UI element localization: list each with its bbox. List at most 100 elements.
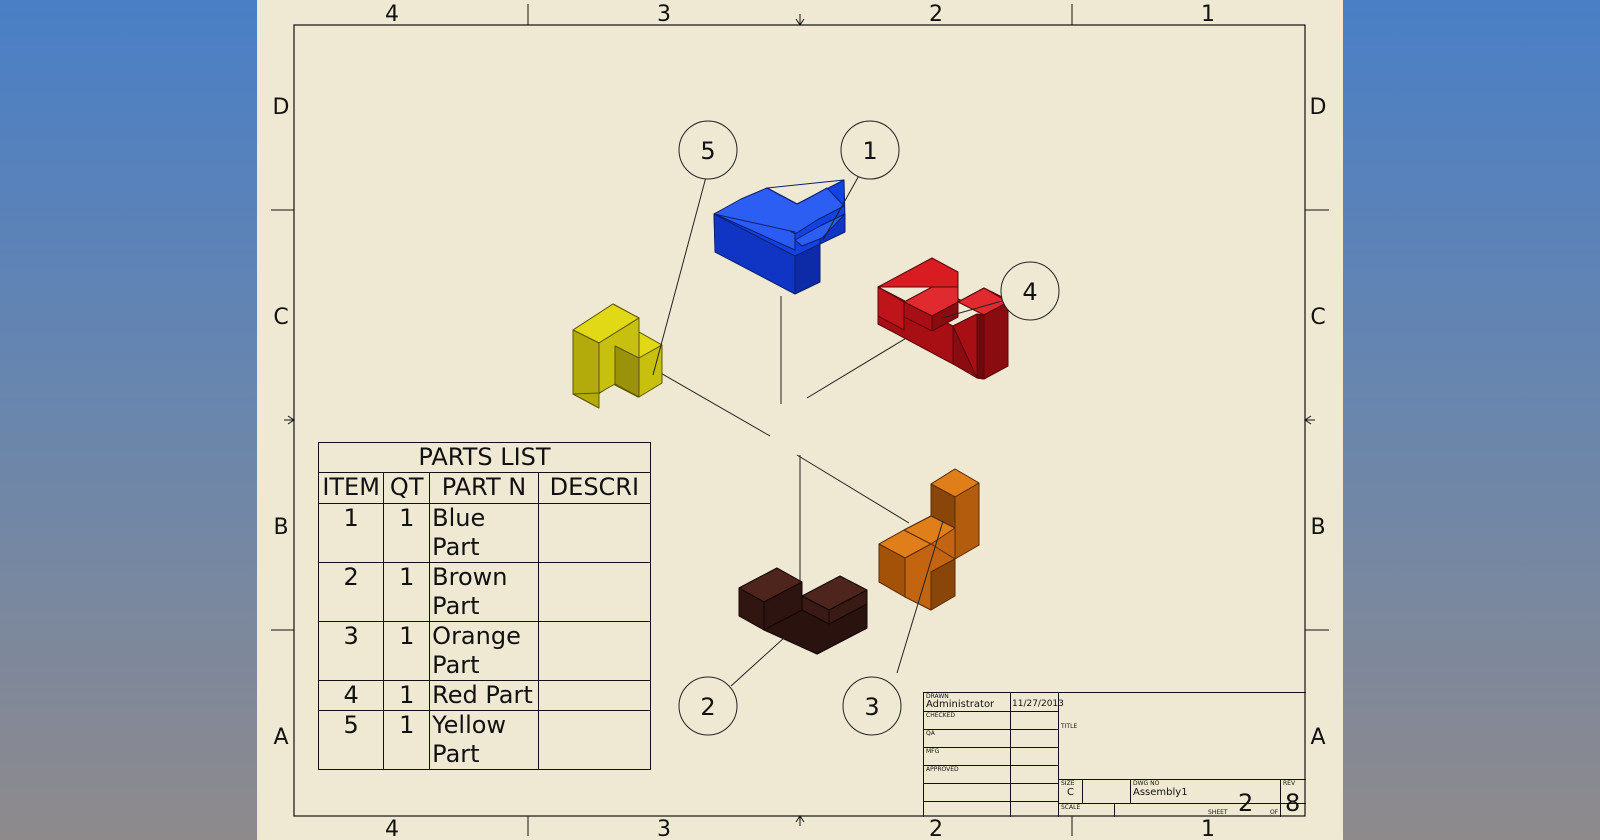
header-description: DESCRI	[537, 473, 650, 504]
zone-row-right-B: B	[1310, 515, 1325, 540]
orange-part[interactable]	[878, 468, 980, 611]
cell-description	[537, 621, 650, 681]
zone-row-right-C: C	[1310, 305, 1325, 330]
cell-description	[537, 503, 650, 563]
cell-part-number: Brown Part	[429, 562, 539, 622]
cell-item: 1	[319, 503, 385, 563]
tb-dwg-no-label: DWG NO	[1133, 780, 1160, 787]
red-part[interactable]	[877, 257, 1009, 380]
balloon-3-circle[interactable]	[842, 676, 902, 736]
cell-qty: 1	[383, 503, 431, 563]
parts-list-header-row: ITEM QT PART N DESCRI	[319, 473, 650, 504]
balloon-3-label: 3	[864, 693, 879, 721]
drawing-canvas: 4 3 2 1 4 3 2 1 D C B A D C B A	[271, 2, 1329, 840]
cell-item: 5	[319, 710, 385, 769]
zone-col-top-2: 2	[929, 2, 943, 27]
balloon-5-circle[interactable]	[678, 120, 738, 180]
tb-title-label: TITLE	[1061, 723, 1078, 730]
balloon-1-circle[interactable]	[840, 120, 900, 180]
table-row[interactable]: 4 1 Red Part	[319, 680, 650, 711]
tb-drawn-date: 11/27/2013	[1012, 699, 1064, 709]
tb-size-label: SIZE	[1061, 780, 1075, 787]
zone-row-right-D: D	[1310, 95, 1327, 120]
tb-divider	[1010, 693, 1011, 817]
tb-divider	[1130, 779, 1131, 803]
brown-part[interactable]	[738, 567, 868, 655]
zone-row-left-D: D	[273, 95, 290, 120]
cell-part-number: Red Part	[429, 680, 539, 711]
tb-divider	[1058, 779, 1306, 780]
tb-qa-label: QA	[926, 730, 935, 737]
drawing-sheet: 4 3 2 1 4 3 2 1 D C B A D C B A	[257, 0, 1343, 840]
parts-list-table: ITEM QT PART N DESCRI 1 1 Blue Part 2 1 …	[319, 473, 650, 769]
tb-approved-label: APPROVED	[926, 766, 959, 773]
tb-divider	[924, 747, 1058, 748]
tb-drawn-label: DRAWN	[926, 693, 949, 700]
tb-of-label: OF	[1270, 809, 1279, 816]
cell-item: 3	[319, 621, 385, 681]
zone-ticks	[271, 4, 1329, 836]
cell-part-number: Yellow Part	[429, 710, 539, 769]
tb-divider	[924, 711, 1058, 712]
balloon-4-label: 4	[1022, 278, 1037, 306]
title-block[interactable]: DRAWN Administrator 11/27/2013 CHECKED Q…	[923, 692, 1306, 817]
cell-description	[537, 680, 650, 711]
table-row[interactable]: 1 1 Blue Part	[319, 503, 650, 563]
explode-trails	[637, 296, 914, 588]
parts-list[interactable]: PARTS LIST ITEM QT PART N DESCRI 1 1 Blu…	[318, 442, 651, 770]
tb-divider	[924, 801, 1058, 802]
tb-divider	[924, 729, 1058, 730]
header-qty: QT	[383, 473, 431, 504]
cell-item: 4	[319, 680, 385, 711]
cell-part-number: Orange Part	[429, 621, 539, 681]
balloon-leaders	[652, 171, 1003, 687]
balloon-2-label: 2	[700, 693, 715, 721]
zone-row-left-A: A	[273, 725, 288, 750]
tb-drawn-by: Administrator	[926, 699, 995, 710]
tb-divider	[1114, 803, 1115, 817]
table-row[interactable]: 2 1 Brown Part	[319, 562, 650, 622]
zone-col-top-4: 4	[385, 2, 399, 27]
zone-col-bottom-1: 1	[1201, 817, 1215, 840]
parts-list-title: PARTS LIST	[319, 443, 650, 473]
cell-item: 2	[319, 562, 385, 622]
zone-col-bottom-3: 3	[657, 817, 671, 840]
cell-qty: 1	[383, 680, 431, 711]
balloon-5-label: 5	[700, 137, 715, 165]
header-item: ITEM	[319, 473, 385, 504]
tb-dwg-no-value: Assembly1	[1133, 787, 1188, 798]
blue-part[interactable]	[713, 179, 846, 295]
zone-col-bottom-4: 4	[385, 817, 399, 840]
yellow-part[interactable]	[572, 303, 663, 409]
balloon-4-circle[interactable]	[1000, 261, 1060, 321]
tb-divider	[1058, 803, 1306, 804]
cell-description	[537, 562, 650, 622]
tb-size-value: C	[1067, 787, 1074, 798]
tb-scale-label: SCALE	[1061, 804, 1081, 811]
balloon-1-label: 1	[862, 137, 877, 165]
zone-col-top-1: 1	[1201, 2, 1215, 27]
table-row[interactable]: 5 1 Yellow Part	[319, 710, 650, 769]
cell-part-number: Blue Part	[429, 503, 539, 563]
tb-divider	[924, 783, 1058, 784]
zone-labels: 4 3 2 1 4 3 2 1 D C B A D C B A	[273, 2, 1327, 840]
tb-sheet-value: 2	[1238, 789, 1254, 817]
zone-row-left-B: B	[273, 515, 288, 540]
balloon-2-circle[interactable]	[678, 676, 738, 736]
tb-rev-label: REV	[1283, 780, 1296, 787]
cell-description	[537, 710, 650, 769]
cell-qty: 1	[383, 562, 431, 622]
tb-divider	[924, 765, 1058, 766]
zone-row-right-A: A	[1310, 725, 1325, 750]
cell-qty: 1	[383, 621, 431, 681]
zone-col-top-3: 3	[657, 2, 671, 27]
cell-qty: 1	[383, 710, 431, 769]
tb-divider	[1082, 779, 1083, 803]
tb-divider	[1280, 779, 1281, 817]
zone-row-left-C: C	[273, 305, 288, 330]
table-row[interactable]: 3 1 Orange Part	[319, 621, 650, 681]
zone-col-bottom-2: 2	[929, 817, 943, 840]
tb-divider	[1058, 693, 1059, 817]
center-markers	[284, 14, 1315, 826]
tb-checked-label: CHECKED	[926, 712, 956, 719]
